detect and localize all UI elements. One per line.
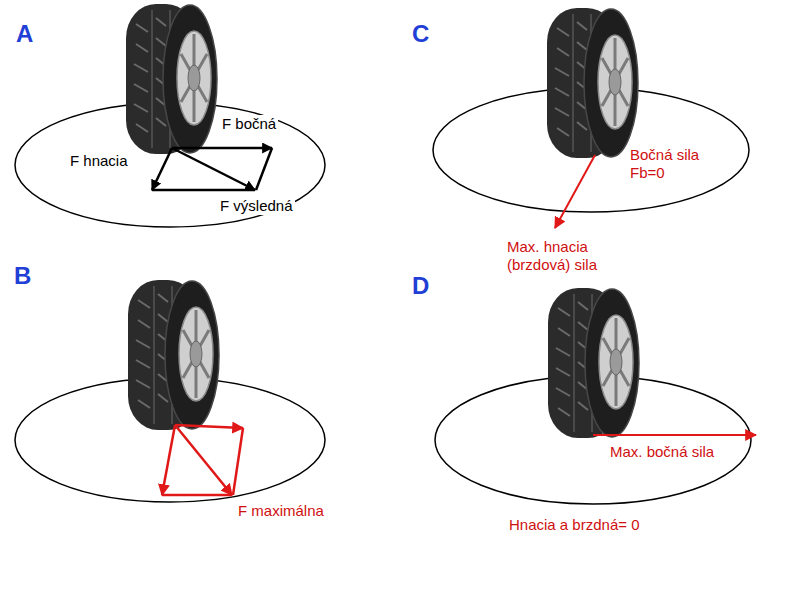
max-lateral-force-arrow xyxy=(593,434,756,436)
max-force-arrow xyxy=(175,425,232,495)
parallelogram-line xyxy=(256,148,272,190)
tire-picture xyxy=(128,280,219,430)
tire-picture xyxy=(126,4,217,154)
drive-force-arrow xyxy=(152,148,172,190)
force-label: F výsledná xyxy=(218,197,295,215)
force-label: F hnacia xyxy=(68,152,130,170)
panel-letter: D xyxy=(410,272,431,300)
force-label: Max. bočná sila xyxy=(608,443,716,461)
panel-letter: B xyxy=(12,262,33,290)
max-drive-force-arrow xyxy=(555,155,595,228)
tire-picture xyxy=(548,288,639,438)
parallelogram-line xyxy=(152,189,255,192)
force-label: Bočná sila Fb=0 xyxy=(628,146,720,182)
parallelogram-line xyxy=(233,428,243,495)
force-label: Max. hnacia (brzdová) sila xyxy=(505,238,621,274)
lateral-force-arrow xyxy=(175,425,243,428)
resultant-force-arrow xyxy=(172,148,255,190)
force-label: F bočná xyxy=(220,115,278,133)
note-label: Hnacia a brzdná= 0 xyxy=(507,516,642,534)
parallelogram-line xyxy=(162,494,232,497)
drive-force-arrow xyxy=(162,425,175,495)
panel-letter: A xyxy=(14,20,35,48)
tire-picture xyxy=(547,8,638,158)
force-label: F maximálna xyxy=(236,502,326,520)
lateral-force-arrow xyxy=(172,147,272,150)
panel-letter: C xyxy=(410,20,431,48)
